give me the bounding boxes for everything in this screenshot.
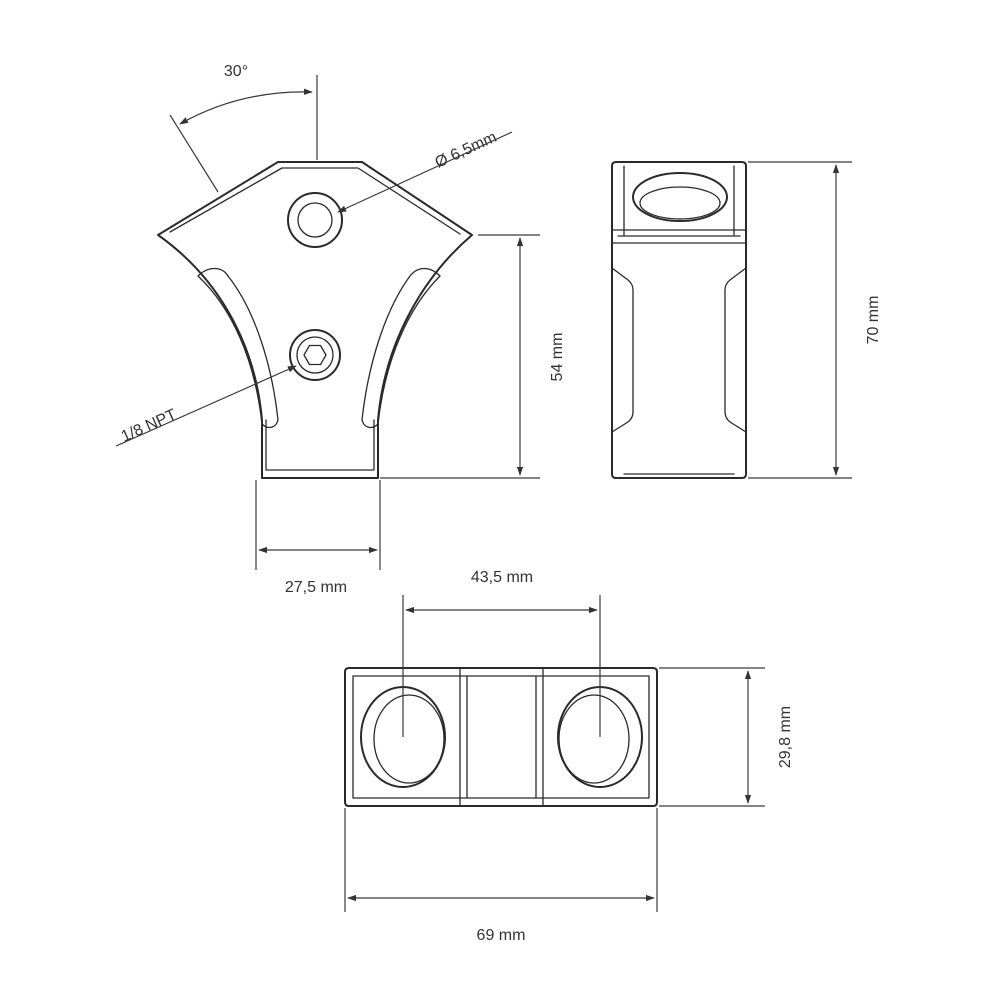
bore-hole-inner: [297, 202, 333, 238]
top-view-inner-edge: [352, 675, 650, 799]
front-view-right-fin: [361, 267, 441, 429]
bore-hole: [287, 192, 343, 248]
angle-reference-line: [169, 114, 219, 193]
top-view-right-hole: [558, 694, 630, 784]
front-view-left-fin: [197, 267, 279, 429]
front-view-body: [157, 161, 473, 479]
npt-leader: [115, 365, 297, 447]
hex-socket-icon: [303, 344, 327, 366]
side-view-body: [611, 161, 747, 479]
side-view: 70 mm: [611, 161, 882, 479]
side-view-slot-band: [611, 229, 747, 237]
side-view-bore-inner: [639, 186, 721, 220]
side-view-inner-outline: [611, 165, 747, 475]
hole-spacing-label: 43,5 mm: [471, 569, 533, 586]
side-view-bore: [632, 172, 728, 222]
top-width-label: 69 mm: [477, 927, 526, 944]
front-view: 30° Ø 6,5mm 1/8 NPT 54 mm 27,5 mm: [115, 63, 566, 596]
top-view-left-hole: [373, 694, 445, 784]
top-view: 43,5 mm 29,8 mm 69 mm: [344, 569, 794, 944]
angle-dimension-arc: [179, 88, 313, 125]
top-view-divider-right: [535, 667, 544, 807]
side-view-right-groove: [724, 267, 747, 433]
angle-label: 30°: [224, 63, 248, 80]
npt-port: [289, 329, 341, 381]
bore-diameter-leader: [337, 131, 513, 213]
front-height-label: 54 mm: [549, 333, 566, 382]
top-view-divider-left: [459, 667, 468, 807]
front-view-top-edge: [169, 167, 461, 235]
top-view-body: [344, 667, 658, 807]
npt-port-inner: [296, 336, 334, 374]
bore-diameter-label: Ø 6,5mm: [433, 129, 500, 172]
top-height-label: 29,8 mm: [777, 706, 794, 768]
npt-label: 1/8 NPT: [119, 406, 180, 445]
front-view-base-edge: [265, 419, 375, 471]
side-view-left-groove: [611, 267, 634, 433]
side-height-label: 70 mm: [865, 296, 882, 345]
front-width-label: 27,5 mm: [285, 579, 347, 596]
